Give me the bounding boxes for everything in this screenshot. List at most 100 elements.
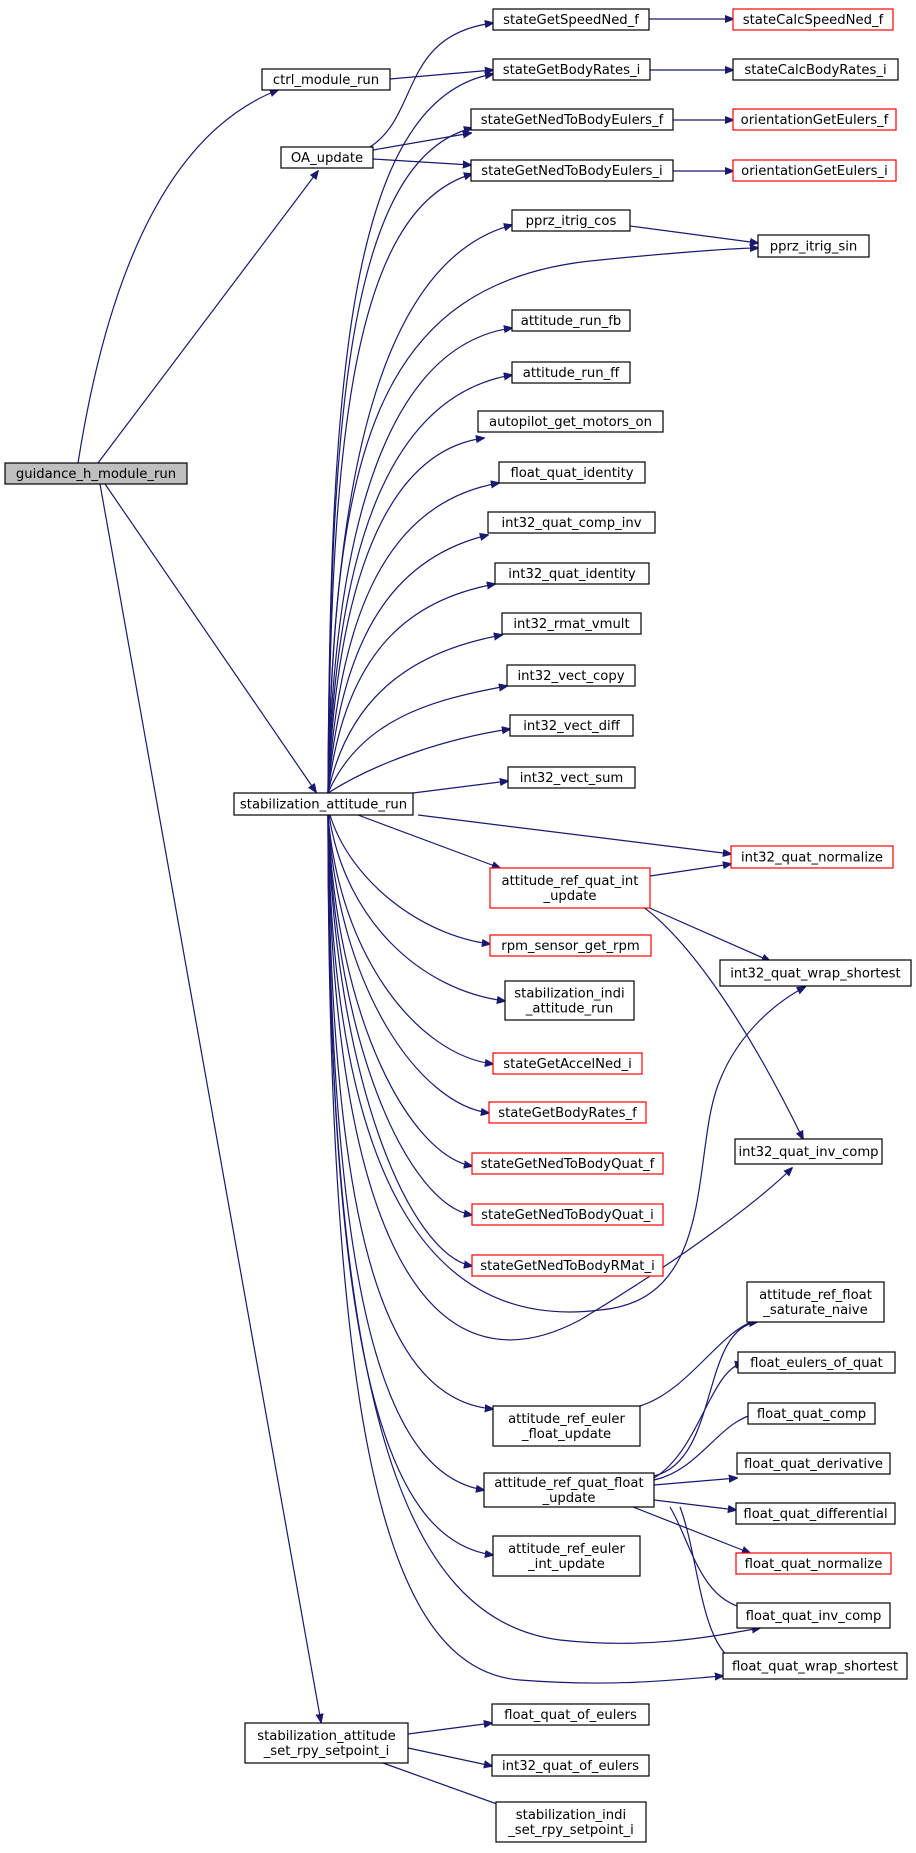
node-box <box>735 1552 892 1575</box>
node-box <box>261 68 391 91</box>
edge-sar-iqid <box>327 584 495 794</box>
node-box <box>732 108 897 131</box>
node-label: _update <box>542 889 596 904</box>
graph-node-icos[interactable]: pprz_itrig_cos <box>511 209 631 232</box>
graph-node-iqci[interactable]: int32_quat_comp_inv <box>487 511 656 534</box>
node-box <box>732 8 894 31</box>
graph-node-iqws[interactable]: int32_quat_wrap_shortest <box>719 959 912 987</box>
graph-node-fqdiff[interactable]: float_quat_differential <box>735 1502 896 1525</box>
node-label: pprz_itrig_cos <box>526 214 617 229</box>
edge-sar-gnbef <box>327 128 472 794</box>
graph-node-irvm[interactable]: int32_rmat_vmult <box>501 612 642 635</box>
graph-node-oa[interactable]: OA_update <box>280 146 374 169</box>
graph-node-fqc[interactable]: float_quat_comp <box>747 1402 876 1425</box>
node-box <box>504 980 635 1021</box>
graph-node-sasrs[interactable]: stabilization_attitude_set_rpy_setpoint_… <box>244 1722 409 1764</box>
node-box <box>507 766 636 789</box>
graph-node-ivc[interactable]: int32_vect_copy <box>506 664 636 687</box>
edge-sar-agmo <box>327 438 484 794</box>
node-box <box>732 159 897 182</box>
node-label: stateGetBodyRates_i <box>503 63 641 78</box>
edge-sar-ivd <box>327 729 510 794</box>
node-box <box>501 612 642 635</box>
node-label: float_quat_derivative <box>744 1457 883 1472</box>
graph-node-iqic[interactable]: int32_quat_inv_comp <box>734 1138 883 1165</box>
node-box <box>736 1452 891 1475</box>
graph-node-arfs[interactable]: attitude_ref_float_saturate_naive <box>746 1281 885 1323</box>
graph-node-fqd[interactable]: float_quat_derivative <box>736 1452 891 1475</box>
node-label: stabilization_indi <box>516 1808 626 1823</box>
node-label: ctrl_module_run <box>273 73 379 88</box>
graph-node-arff[interactable]: attitude_run_ff <box>511 361 631 384</box>
graph-node-rpm[interactable]: rpm_sensor_get_rpm <box>489 934 652 957</box>
node-label: stabilization_indi <box>514 987 624 1002</box>
node-box <box>509 714 634 737</box>
graph-node-gsn[interactable]: stateGetSpeedNed_f <box>492 8 650 31</box>
node-label: _attitude_run <box>525 1002 613 1017</box>
graph-node-sindis[interactable]: stabilization_indi_set_rpy_setpoint_i <box>495 1801 647 1843</box>
graph-node-iqn[interactable]: int32_quat_normalize <box>730 845 894 869</box>
graph-node-agmo[interactable]: autopilot_get_motors_on <box>477 410 664 433</box>
node-box <box>746 1281 885 1323</box>
node-label: _update <box>541 1491 595 1506</box>
graph-node-iqid[interactable]: int32_quat_identity <box>494 562 650 585</box>
node-label: int32_quat_comp_inv <box>501 516 641 531</box>
node-box <box>471 1203 664 1226</box>
graph-node-ctrl[interactable]: ctrl_module_run <box>261 68 391 91</box>
graph-node-gbrf[interactable]: stateGetBodyRates_f <box>488 1101 647 1124</box>
node-label: attitude_ref_float <box>759 1288 872 1303</box>
edge-oa-gsn <box>369 23 493 148</box>
graph-node-feoq[interactable]: float_eulers_of_quat <box>737 1351 896 1374</box>
node-label: stateGetNedToBodyRMat_i <box>480 1259 654 1274</box>
graph-node-fqic[interactable]: float_quat_inv_comp <box>736 1602 891 1629</box>
edge-sar-icos <box>327 225 512 794</box>
node-box <box>719 959 912 987</box>
graph-node-sindi[interactable]: stabilization_indi_attitude_run <box>504 980 635 1021</box>
node-box <box>747 1402 876 1425</box>
graph-node-csn[interactable]: stateCalcSpeedNed_f <box>732 8 894 31</box>
node-box <box>734 1138 883 1165</box>
node-label: attitude_ref_euler <box>508 1542 625 1557</box>
edge-aref-arfs <box>639 1320 757 1407</box>
edge-sar-arqi <box>357 814 500 868</box>
node-box <box>732 58 899 81</box>
node-label: stateCalcBodyRates_i <box>744 63 886 78</box>
graph-node-gnbei[interactable]: stateGetNedToBodyEulers_i <box>470 159 674 182</box>
graph-node-gani[interactable]: stateGetAccelNed_i <box>492 1052 643 1075</box>
graph-node-fqoe[interactable]: float_quat_of_eulers <box>491 1703 650 1726</box>
graph-node-arqi[interactable]: attitude_ref_quat_int_update <box>489 867 651 909</box>
graph-node-ivs[interactable]: int32_vect_sum <box>507 766 636 789</box>
graph-node-gnbqi[interactable]: stateGetNedToBodyQuat_i <box>471 1203 664 1226</box>
graph-node-isin[interactable]: pprz_itrig_sin <box>757 234 870 258</box>
graph-node-gbri[interactable]: stateGetBodyRates_i <box>492 58 651 81</box>
edge-sar-arqf <box>327 814 484 1490</box>
graph-node-ivd[interactable]: int32_vect_diff <box>509 714 634 737</box>
graph-node-arei[interactable]: attitude_ref_euler_int_update <box>492 1535 641 1577</box>
graph-node-arqf[interactable]: attitude_ref_quat_float_update <box>483 1472 655 1508</box>
graph-node-gnbqf[interactable]: stateGetNedToBodyQuat_f <box>471 1152 664 1175</box>
node-label: float_quat_inv_comp <box>746 1609 882 1624</box>
node-label: orientationGetEulers_f <box>741 113 889 128</box>
graph-node-fqws[interactable]: float_quat_wrap_shortest <box>722 1652 908 1680</box>
graph-node-oef[interactable]: orientationGetEulers_f <box>732 108 897 131</box>
graph-node-iqoe[interactable]: int32_quat_of_eulers <box>491 1754 650 1777</box>
graph-node-sar[interactable]: stabilization_attitude_run <box>233 792 414 816</box>
node-label: stateGetNedToBodyQuat_i <box>481 1208 654 1223</box>
graph-node-arfb[interactable]: attitude_run_fb <box>511 309 631 332</box>
node-box <box>491 1703 650 1726</box>
graph-node-oei[interactable]: orientationGetEulers_i <box>732 159 897 182</box>
graph-node-root[interactable]: guidance_h_module_run <box>4 462 188 485</box>
graph-node-fqn[interactable]: float_quat_normalize <box>735 1552 892 1575</box>
node-label: _set_rpy_setpoint_i <box>507 1823 634 1838</box>
node-label: int32_quat_inv_comp <box>738 1145 878 1160</box>
graph-node-fqid[interactable]: float_quat_identity <box>498 461 646 484</box>
graph-node-aref[interactable]: attitude_ref_euler_float_update <box>492 1405 641 1447</box>
graph-node-cbri[interactable]: stateCalcBodyRates_i <box>732 58 899 81</box>
edge-sar-iqws <box>327 814 805 1313</box>
node-box <box>492 1535 641 1577</box>
graph-node-gnbri[interactable]: stateGetNedToBodyRMat_i <box>471 1254 664 1277</box>
node-label: float_quat_comp <box>757 1407 866 1422</box>
node-label: float_eulers_of_quat <box>750 1356 883 1371</box>
graph-node-gnbef[interactable]: stateGetNedToBodyEulers_f <box>470 108 674 131</box>
